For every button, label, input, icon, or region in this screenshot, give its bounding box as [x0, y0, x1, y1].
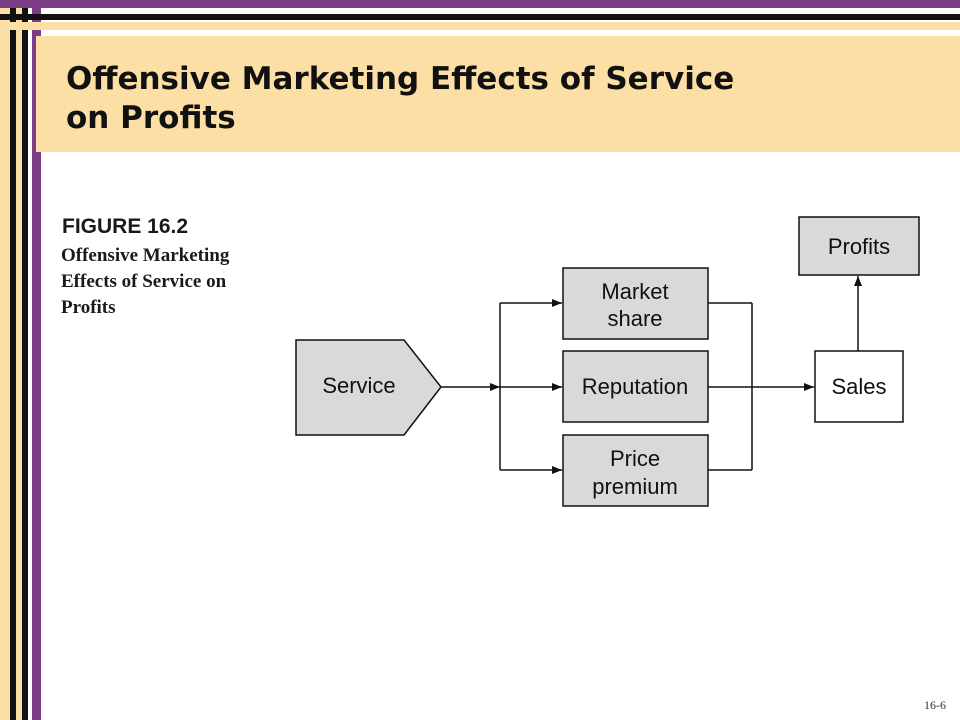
node-price-premium-label-line1: Price	[610, 446, 660, 471]
left-black-stripe-outer	[10, 0, 16, 720]
node-market-share-label-line1: Market	[601, 279, 668, 304]
node-profits: Profits	[798, 216, 920, 276]
top-beige-bar	[0, 22, 960, 30]
left-black-stripe-inner	[22, 0, 28, 720]
node-market-share: Market share	[562, 267, 709, 340]
top-black-bar	[0, 14, 960, 20]
slide-title-line2: on Profits	[66, 100, 236, 136]
node-sales: Sales	[814, 350, 904, 423]
figure-number: FIGURE 16.2	[62, 215, 189, 238]
figure-caption-line2: Effects of Service on	[61, 271, 227, 292]
top-purple-bar	[0, 0, 960, 8]
slide-title-line1: Offensive Marketing Effects of Service	[66, 61, 735, 97]
figure-caption: Offensive Marketing Effects of Service o…	[61, 243, 291, 321]
node-sales-label: Sales	[831, 374, 886, 399]
node-price-premium-label-line2: premium	[592, 474, 678, 499]
slide-number: 16-6	[924, 698, 946, 712]
left-purple-stripe	[32, 0, 41, 720]
node-market-share-label-line2: share	[607, 306, 662, 331]
node-service-label: Service	[322, 373, 395, 398]
figure-caption-line1: Offensive Marketing	[61, 245, 230, 266]
node-profits-label: Profits	[828, 234, 890, 259]
left-beige-gap	[16, 0, 22, 720]
node-reputation: Reputation	[562, 350, 709, 423]
node-service: Service	[295, 339, 442, 436]
slide-title: Offensive Marketing Effects of Service o…	[66, 60, 926, 138]
node-price-premium: Price premium	[562, 434, 709, 507]
figure-caption-line3: Profits	[61, 297, 116, 318]
left-beige-stripe	[0, 0, 10, 720]
node-reputation-label: Reputation	[582, 374, 688, 399]
title-band	[36, 36, 960, 152]
